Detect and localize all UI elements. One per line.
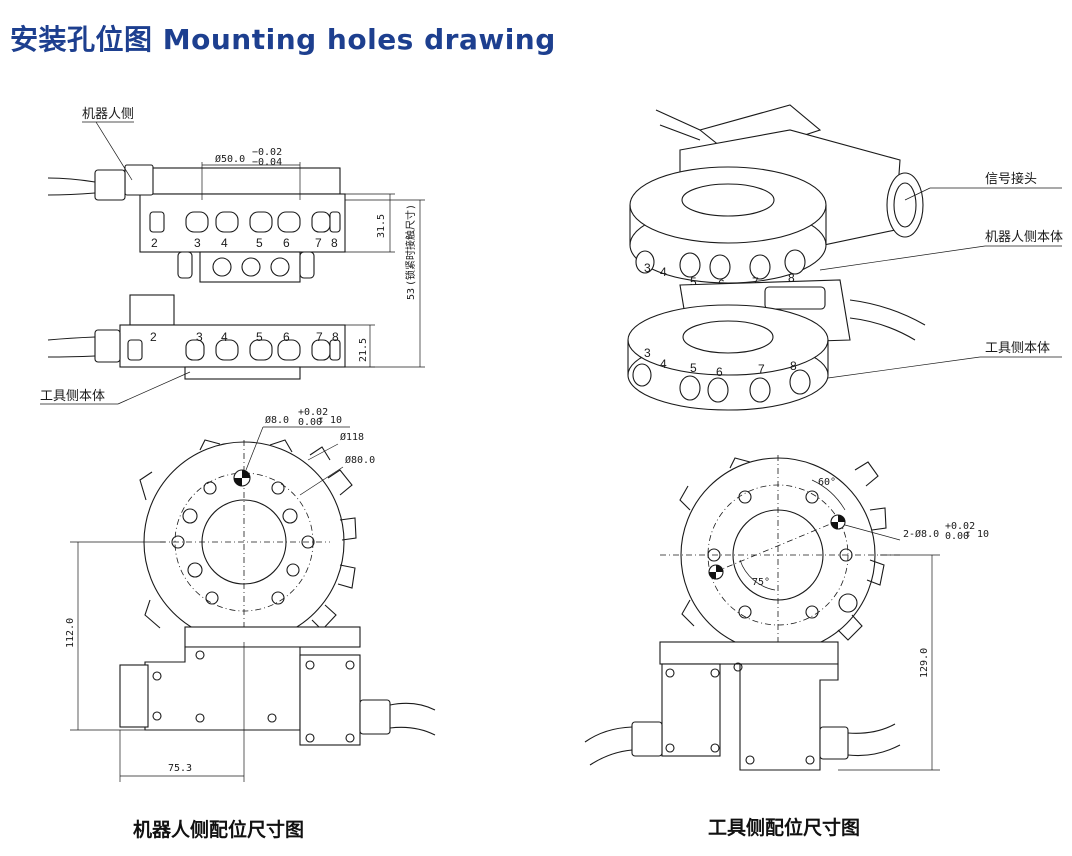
dim-53-note: (锁紧时接触尺寸): [404, 204, 417, 286]
robot-side-port-numbers: 2 3 4 5 6 7 8: [151, 236, 338, 250]
iso-upper-ports: [635, 249, 806, 280]
svg-text:5: 5: [256, 330, 263, 344]
svg-text:8: 8: [790, 359, 797, 373]
svg-text:7: 7: [758, 362, 765, 376]
dim-angle-60: 60°: [818, 477, 836, 488]
svg-text:7: 7: [752, 275, 759, 289]
dim-angle-75: 75°: [752, 577, 770, 588]
iso-lower-ports: [632, 363, 811, 403]
tool-connector-block: [129, 294, 175, 326]
tool-plan-caption: 工具侧配位尺寸图: [708, 816, 860, 839]
svg-text:6: 6: [716, 365, 723, 379]
tool-side-port-numbers: 2 3 4 5 6 7 8: [150, 330, 339, 344]
robot-plan-caption: 机器人侧配位尺寸图: [133, 818, 304, 841]
svg-text:4: 4: [221, 330, 228, 344]
svg-text:2: 2: [150, 330, 157, 344]
tool-side-ports: [127, 339, 341, 361]
robot-top-housing: [124, 167, 341, 195]
svg-text:5: 5: [690, 361, 697, 375]
iso-view: 3 4 5 6 7 8 3 4 5 6 7 8: [627, 104, 1063, 411]
svg-text:5: 5: [256, 236, 263, 250]
robot-plan-locating-pin: [233, 469, 251, 487]
side-view: 2 3 4 5 6 7 8 2 3: [40, 107, 425, 405]
tool-plan-screws: [665, 662, 815, 765]
svg-text:0.00: 0.00: [945, 531, 969, 542]
tool-plan-view: 60° 75° 2-Ø8.0 +0.02 0.00 ↧ 10 129.0 工具侧…: [584, 455, 989, 839]
tool-bottom-flange: [184, 366, 301, 380]
tool-plan-holes: [707, 490, 858, 619]
page-title: 安装孔位图 Mounting holes drawing: [10, 23, 556, 56]
svg-text:+0.02: +0.02: [945, 521, 975, 532]
dim-d80: Ø80.0: [345, 454, 375, 466]
robot-bottom-boss: [199, 251, 301, 283]
callout-robot-side-body: 机器人侧本体: [985, 230, 1063, 245]
svg-text:2: 2: [151, 236, 158, 250]
svg-text:3: 3: [644, 346, 651, 360]
svg-text:7: 7: [315, 236, 322, 250]
dim-d50-tol-top: −0.02: [252, 147, 282, 158]
svg-text:3: 3: [196, 330, 203, 344]
robot-cable-gland: [94, 169, 126, 201]
robot-connector-block: [124, 164, 154, 196]
svg-text:4: 4: [660, 265, 667, 279]
dim-129: 129.0: [919, 648, 930, 678]
dim-21-5: 21.5: [358, 338, 369, 362]
dim-31-5: 31.5: [376, 214, 387, 238]
callout-tool-side-body-iso: 工具侧本体: [985, 341, 1050, 356]
tool-plan-locating-pins: [708, 514, 846, 580]
svg-text:7: 7: [316, 330, 323, 344]
svg-text:5: 5: [690, 275, 697, 289]
svg-text:↧ 10: ↧ 10: [965, 529, 989, 540]
dim-hole-d8: Ø8.0: [265, 414, 289, 426]
dim-d118: Ø118: [340, 431, 364, 443]
dim-d50-tol-bot: −0.04: [252, 157, 282, 168]
callout-robot-side: 机器人侧: [82, 107, 134, 122]
svg-text:4: 4: [660, 357, 667, 371]
robot-side-ports: [149, 211, 341, 233]
svg-text:8: 8: [331, 236, 338, 250]
robot-plan-holes: [171, 481, 315, 605]
dim-tool-hole: 2-Ø8.0: [903, 528, 939, 540]
svg-text:3: 3: [644, 261, 651, 275]
svg-text:+0.02: +0.02: [298, 407, 328, 418]
svg-text:0.00: 0.00: [298, 417, 322, 428]
callout-tool-side-body: 工具侧本体: [40, 389, 105, 404]
svg-text:3: 3: [194, 236, 201, 250]
svg-text:4: 4: [221, 236, 228, 250]
tool-cable-gland: [94, 329, 121, 363]
robot-side-plate: [139, 193, 346, 253]
robot-plan-screws: [152, 650, 355, 743]
callout-signal-connector: 信号接头: [985, 171, 1037, 187]
dim-112: 112.0: [65, 618, 76, 648]
robot-plan-view: Ø8.0 +0.02 0.00 ↧ 10 Ø118 Ø80.0 112.0 75…: [65, 407, 436, 841]
svg-text:8: 8: [788, 271, 795, 285]
svg-text:↧ 10: ↧ 10: [318, 415, 342, 426]
svg-text:6: 6: [283, 236, 290, 250]
dim-75-3: 75.3: [168, 763, 192, 774]
svg-text:6: 6: [283, 330, 290, 344]
svg-text:8: 8: [332, 330, 339, 344]
iso-lower-port-numbers: 3 4 5 6 7 8: [644, 346, 797, 379]
dim-53: 53: [406, 288, 417, 300]
dim-d50: Ø50.0: [215, 153, 245, 165]
